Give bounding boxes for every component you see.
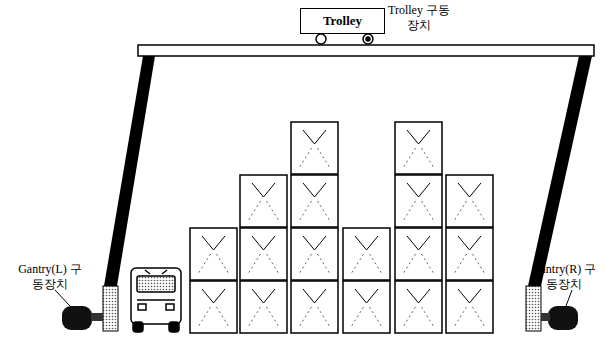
container — [343, 228, 390, 280]
container — [240, 175, 287, 227]
container — [446, 281, 493, 333]
container — [190, 228, 237, 280]
container — [291, 228, 338, 280]
container — [240, 281, 287, 333]
left-drive-unit — [55, 290, 103, 330]
container — [395, 228, 442, 280]
container — [291, 175, 338, 227]
part-label: Gantry(L) 구동장치 — [14, 262, 86, 292]
container — [190, 281, 237, 333]
container — [395, 122, 442, 174]
container — [446, 228, 493, 280]
gantry-beam — [138, 45, 594, 56]
trolley-box: Trolley — [300, 8, 385, 34]
part-label: Trolley 구동장치 — [386, 3, 452, 33]
right-base — [526, 286, 541, 331]
part-label: Gantry(R) 구동장치 — [528, 262, 600, 292]
left-leg — [104, 56, 155, 286]
container — [240, 228, 287, 280]
truck — [131, 268, 181, 332]
container — [291, 281, 338, 333]
container — [343, 281, 390, 333]
container — [395, 175, 442, 227]
trolley-wheels — [316, 34, 373, 44]
node-text: Trolley — [323, 13, 362, 29]
right-drive-unit — [541, 290, 578, 330]
right-leg — [528, 56, 592, 286]
left-base — [103, 286, 118, 331]
container — [446, 175, 493, 227]
container — [291, 122, 338, 174]
container — [395, 281, 442, 333]
container-stacks — [190, 122, 493, 333]
